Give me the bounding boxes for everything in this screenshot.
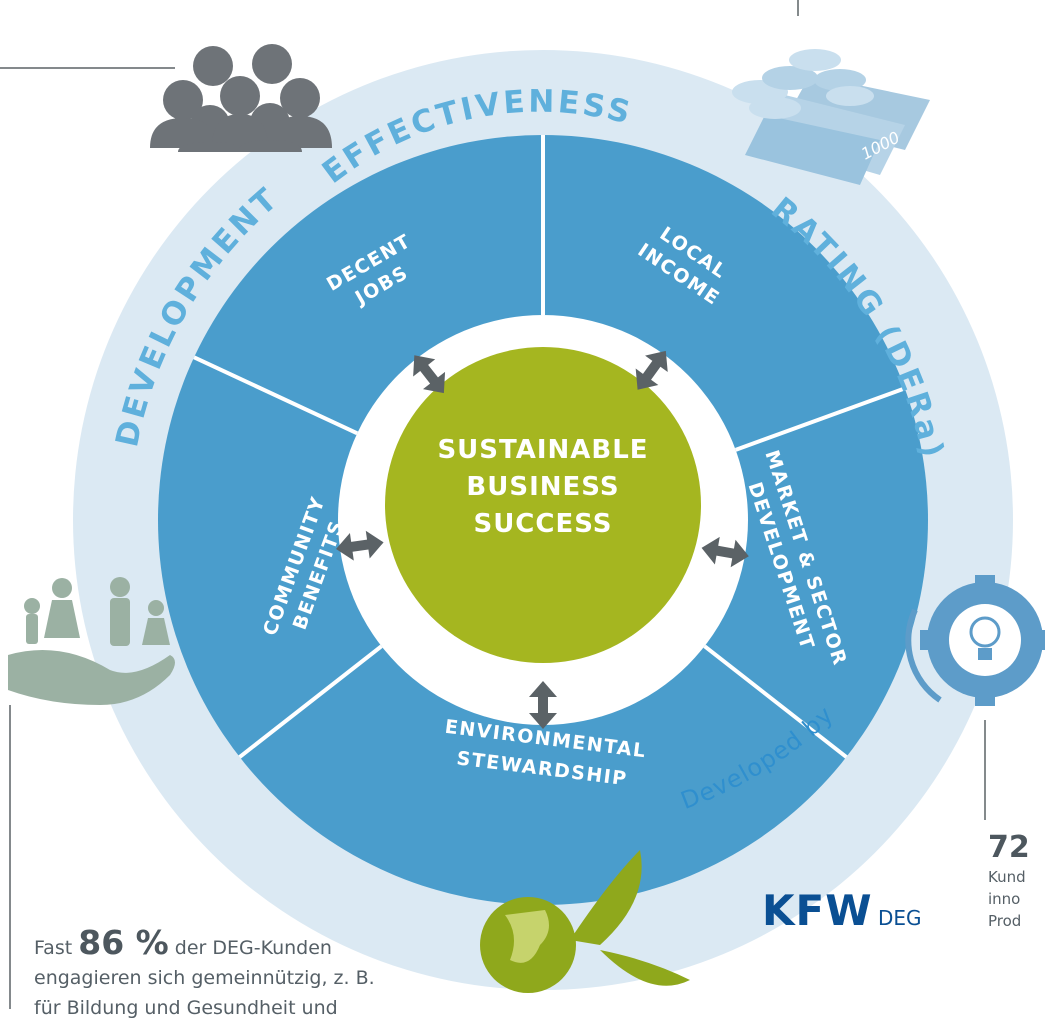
family-hand-icon	[8, 577, 175, 705]
stat-left-prefix: Fast	[34, 937, 73, 959]
stat-left-suffix: der DEG-Kunden	[174, 937, 332, 959]
stat-right-line3: Prod	[988, 912, 1022, 930]
double-arrow-icon	[336, 530, 384, 561]
segment-separator	[703, 644, 848, 759]
logo-suffix: DEG	[878, 906, 922, 930]
people-group-icon	[150, 44, 332, 152]
segment-separator	[193, 355, 359, 436]
stat-right: 72 Kund inno Prod	[988, 830, 1045, 932]
center-line3: SUCCESS	[473, 509, 612, 539]
center-line2: BUSINESS	[466, 472, 619, 502]
segment-separator	[734, 386, 906, 452]
stat-left-value: 86 %	[78, 923, 169, 962]
stat-left-line2: engagieren sich gemeinnützig, z. B.	[34, 967, 375, 989]
stat-left: Fast 86 % der DEG-Kunden engagieren sich…	[34, 926, 414, 1023]
double-arrow-icon	[529, 681, 557, 729]
double-arrow-icon	[701, 536, 749, 568]
stat-left-line3: für Bildung und Gesundheit und	[34, 997, 338, 1019]
logo-brand: KFW	[762, 886, 873, 935]
center-circle	[385, 347, 701, 663]
stat-right-line1: Kund	[988, 868, 1026, 886]
double-arrow-icon	[635, 350, 668, 390]
arrows	[336, 350, 749, 729]
globe-leaf-icon	[480, 850, 690, 993]
segment-separator	[238, 644, 383, 759]
stat-right-value: 72	[988, 830, 1030, 865]
center-line1: SUSTAINABLE	[437, 435, 648, 465]
stat-right-line2: inno	[988, 890, 1021, 908]
gear-bulb-icon	[905, 575, 1045, 706]
coins-banknotes-icon: 1000	[732, 49, 930, 185]
double-arrow-icon	[413, 355, 446, 394]
kfw-deg-logo: KFW DEG	[762, 886, 922, 935]
